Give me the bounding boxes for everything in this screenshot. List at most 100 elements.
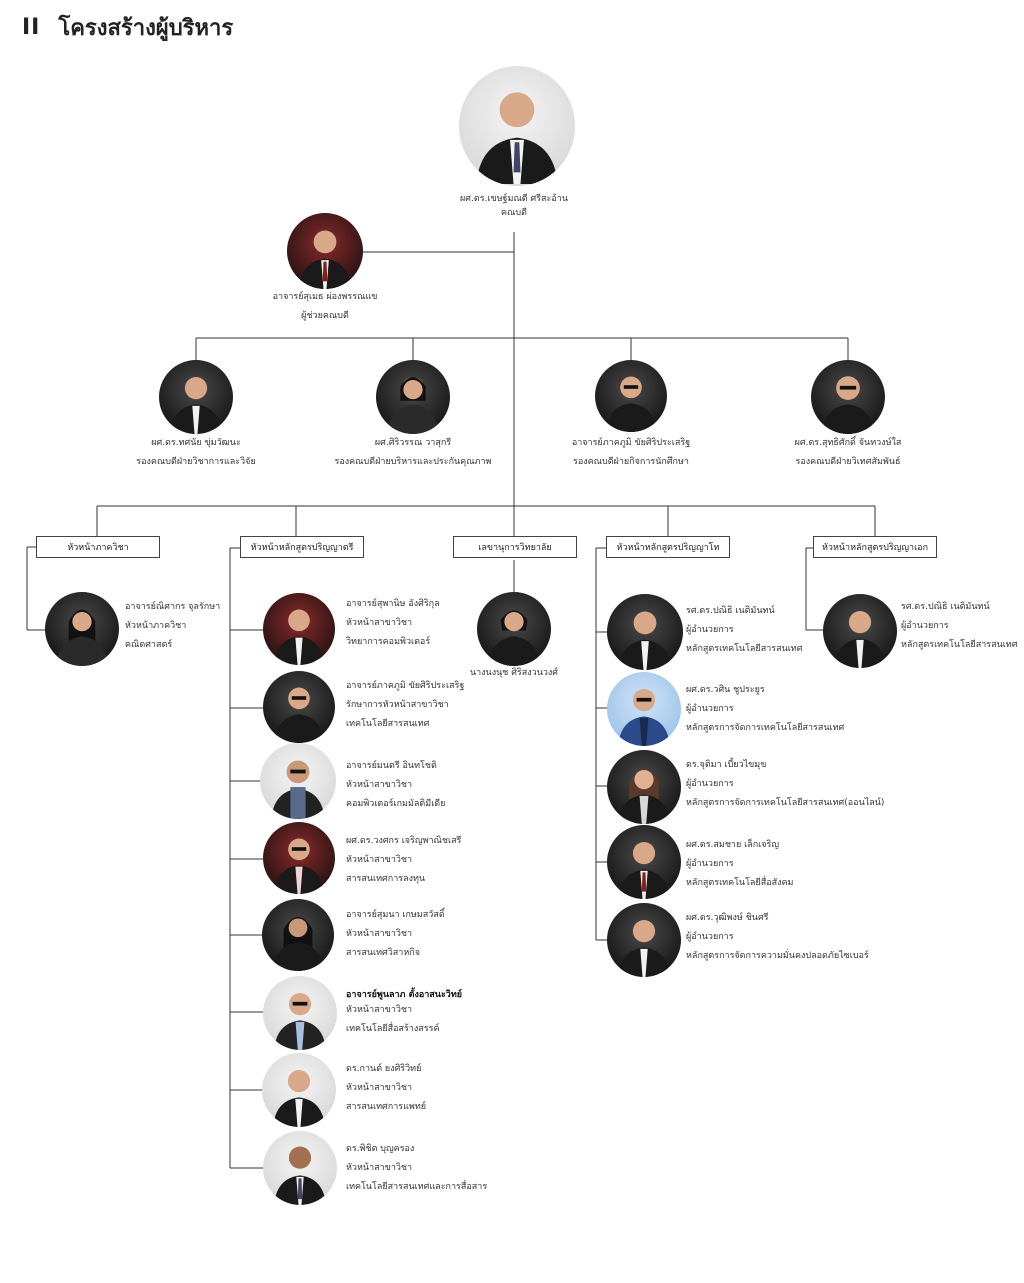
bachelor-head-photo <box>260 743 336 819</box>
person-role: ผู้อำนวยการ <box>686 859 734 869</box>
bachelor-head-label: อาจารย์พูนลาภ ตั้งอาสนะวิทย์ หัวหน้าสาขา… <box>346 986 462 1039</box>
master-head-label: ผศ.ดร.วศิน ชูประยูร ผู้อำนวยการ หลักสูตร… <box>686 681 844 738</box>
bachelor-head-label: อาจารย์มนตรี อินทโชติ หัวหน้าสาขาวิชา คอ… <box>346 757 445 814</box>
person-name: อาจารย์ภาคภูมิ ขัยศิริประเสริฐ <box>346 681 465 691</box>
deputy-role: รองคณบดีฝ่ายบริหารและประกันคุณภาพ <box>334 457 492 467</box>
bachelor-head-photo <box>263 593 335 665</box>
person-unit: หลักสูตรการจัดการเทคโนโลยีสารสนเทศ(ออนไล… <box>686 798 885 808</box>
section-marker: II <box>22 15 41 40</box>
deputy-role: รองคณบดีฝ่ายกิจการนักศึกษา <box>573 457 689 467</box>
deputy-label: ผศ.ดร.สุทธิศักดิ์ จันทวงษ์ใส รองคณบดีฝ่า… <box>748 434 948 472</box>
person-role: หัวหน้าสาขาวิชา <box>346 1005 413 1015</box>
person-unit: หลักสูตรเทคโนโลยีสารสนเทศ <box>901 640 1018 650</box>
dean-photo <box>459 66 575 186</box>
person-name: อาจารย์พูนลาภ ตั้งอาสนะวิทย์ <box>346 990 463 1000</box>
person-name: รศ.ดร.ปณิธิ เนติมันทน์ <box>901 602 990 612</box>
master-head-photo <box>607 903 681 977</box>
secretary-box: เลขานุการวิทยาลัย <box>453 536 577 558</box>
secretary-label: นางนงนุช ศิริสงวนวงศ์ <box>414 664 614 683</box>
deputy-name: อาจารย์ภาคภูมิ ขัยศิริประเสริฐ <box>571 438 691 448</box>
deputy-label: ผศ.ศิริวรรณ วาสุกรี รองคณบดีฝ่ายบริหารแล… <box>313 434 513 472</box>
person-role: หัวหน้าสาขาวิชา <box>346 855 413 865</box>
person-name: ผศ.ดร.สมชาย เล็กเจริญ <box>686 840 780 850</box>
person-unit: สารสนเทศการลงทุน <box>346 874 426 884</box>
bachelor-head-photo <box>263 976 337 1050</box>
deputy-name: ผศ.ดร.ทศนัย ขุ่มวัฒนะ <box>151 438 241 448</box>
deputy-photo <box>159 360 233 434</box>
person-name: ดร.จุติมา เบี้ยวไขมุข <box>686 760 767 770</box>
dept-head-label: อาจารย์ณิศากร จุลรักษา หัวหน้าภาควิชา คณ… <box>125 598 220 655</box>
person-name: อาจารย์สุมนา เกษมสวัสดิ์ <box>346 910 445 920</box>
person-role: ผู้อำนวยการ <box>686 704 734 714</box>
person-unit: หลักสูตรเทคโนโลยีสารสนเทศ <box>686 644 803 654</box>
page-title: โครงสร้างผู้บริหาร <box>58 16 234 41</box>
person-role: หัวหน้าสาขาวิชา <box>346 929 413 939</box>
person-role: หัวหน้าสาขาวิชา <box>346 618 413 628</box>
doctoral-head-label: รศ.ดร.ปณิธิ เนติมันทน์ ผู้อำนวยการ หลักส… <box>901 598 1017 655</box>
bachelor-head-label: อาจารย์ภาคภูมิ ขัยศิริประเสริฐ รักษาการห… <box>346 677 464 734</box>
assistant-name: อาจารย์สุเมธ ผ่องพรรณแข <box>272 292 378 302</box>
person-name: ผศ.ดร.วุฒิพงษ์ ชินศรี <box>686 913 769 923</box>
master-head-label: ผศ.ดร.สมชาย เล็กเจริญ ผู้อำนวยการ หลักสู… <box>686 836 793 893</box>
bachelor-head-label: ดร.กานต์ ยงศิริวิทย์ หัวหน้าสาขาวิชา สาร… <box>346 1060 426 1117</box>
page-header: II โครงสร้างผู้บริหาร <box>22 10 233 45</box>
master-head-label: ดร.จุติมา เบี้ยวไขมุข ผู้อำนวยการ หลักสู… <box>686 756 884 813</box>
dept-head-photo <box>45 592 119 666</box>
person-name: ดร.พิชิต บุญครอง <box>346 1144 415 1154</box>
bachelor-head-label: อาจารย์สุพานิษ อังศิริกุล หัวหน้าสาขาวิช… <box>346 595 440 652</box>
person-unit: เทคโนโลยีสารสนเทศ <box>346 719 430 729</box>
deputy-photo <box>595 360 667 432</box>
person-role: ผู้อำนวยการ <box>901 621 949 631</box>
person-role: รักษาการหัวหน้าสาขาวิชา <box>346 700 449 710</box>
bachelor-head-label: อาจารย์สุมนา เกษมสวัสดิ์ หัวหน้าสาขาวิชา… <box>346 906 445 963</box>
dept-head-box: หัวหน้าภาควิชา <box>36 536 160 558</box>
assistant-label: อาจารย์สุเมธ ผ่องพรรณแข ผู้ช่วยคณบดี <box>225 288 425 326</box>
person-unit: วิทยาการคอมพิวเตอร์ <box>346 637 431 647</box>
person-unit: หลักสูตรเทคโนโลยีสื่อสังคม <box>686 878 794 888</box>
assistant-role: ผู้ช่วยคณบดี <box>301 311 349 321</box>
deputy-name: ผศ.ดร.สุทธิศักดิ์ จันทวงษ์ใส <box>794 438 902 448</box>
person-unit: เทคโนโลยีสารสนเทศและการสื่อสาร <box>346 1182 488 1192</box>
master-head-box: หัวหน้าหลักสูตรปริญญาโท <box>606 536 730 558</box>
master-head-photo <box>607 594 683 670</box>
assistant-photo <box>287 213 363 289</box>
person-name: นางนงนุช ศิริสงวนวงศ์ <box>469 668 559 678</box>
person-unit: คอมพิวเตอร์เกมมัลติมีเดีย <box>346 799 446 809</box>
person-unit: คณิตศาสตร์ <box>125 640 173 650</box>
deputy-role: รองคณบดีฝ่ายวิเทศสัมพันธ์ <box>795 457 901 467</box>
secretary-photo <box>477 592 551 666</box>
person-unit: สารสนเทศวิสาหกิจ <box>346 948 421 958</box>
person-role: หัวหน้าสาขาวิชา <box>346 1163 413 1173</box>
bachelor-head-photo <box>262 899 334 971</box>
person-name: ผศ.ดร.วงศกร เจริญพาณิชเสรี <box>346 836 462 846</box>
dean-name: ผศ.ดร.เขษฐ์มณตี ศรีสะอ้าน <box>460 194 568 204</box>
bachelor-head-photo <box>263 671 335 743</box>
person-role: ผู้อำนวยการ <box>686 932 734 942</box>
bachelor-head-photo <box>263 822 335 894</box>
doctoral-head-box: หัวหน้าหลักสูตรปริญญาเอก <box>813 536 937 558</box>
person-unit: หลักสูตรการจัดการความมั่นคงปลอดภัยไซเบอร… <box>686 951 869 961</box>
master-head-label: ผศ.ดร.วุฒิพงษ์ ชินศรี ผู้อำนวยการ หลักสู… <box>686 909 869 966</box>
deputy-label: อาจารย์ภาคภูมิ ขัยศิริประเสริฐ รองคณบดีฝ… <box>531 434 731 472</box>
master-head-photo <box>607 825 681 899</box>
person-name: อาจารย์มนตรี อินทโชติ <box>346 761 437 771</box>
bachelor-head-label: ดร.พิชิต บุญครอง หัวหน้าสาขาวิชา เทคโนโล… <box>346 1140 487 1197</box>
master-head-photo <box>607 750 681 824</box>
deputy-photo <box>811 360 885 434</box>
person-name: อาจารย์สุพานิษ อังศิริกุล <box>346 599 440 609</box>
person-role: ผู้อำนวยการ <box>686 779 734 789</box>
dean-label: ผศ.ดร.เขษฐ์มณตี ศรีสะอ้าน คณบดี <box>414 192 614 220</box>
deputy-name: ผศ.ศิริวรรณ วาสุกรี <box>374 438 452 448</box>
doctoral-head-photo <box>823 594 897 668</box>
bachelor-head-box: หัวหน้าหลักสูตรปริญญาตรี <box>240 536 364 558</box>
person-role: หัวหน้าภาควิชา <box>125 621 187 631</box>
person-name: รศ.ดร.ปณิธิ เนติมันทน์ <box>686 606 775 616</box>
person-role: หัวหน้าสาขาวิชา <box>346 780 413 790</box>
master-head-label: รศ.ดร.ปณิธิ เนติมันทน์ ผู้อำนวยการ หลักส… <box>686 602 802 659</box>
person-unit: หลักสูตรการจัดการเทคโนโลยีสารสนเทศ <box>686 723 845 733</box>
person-role: หัวหน้าสาขาวิชา <box>346 1083 413 1093</box>
person-unit: สารสนเทศการแพทย์ <box>346 1102 427 1112</box>
person-name: ดร.กานต์ ยงศิริวิทย์ <box>346 1064 422 1074</box>
bachelor-head-label: ผศ.ดร.วงศกร เจริญพาณิชเสรี หัวหน้าสาขาวิ… <box>346 832 461 889</box>
